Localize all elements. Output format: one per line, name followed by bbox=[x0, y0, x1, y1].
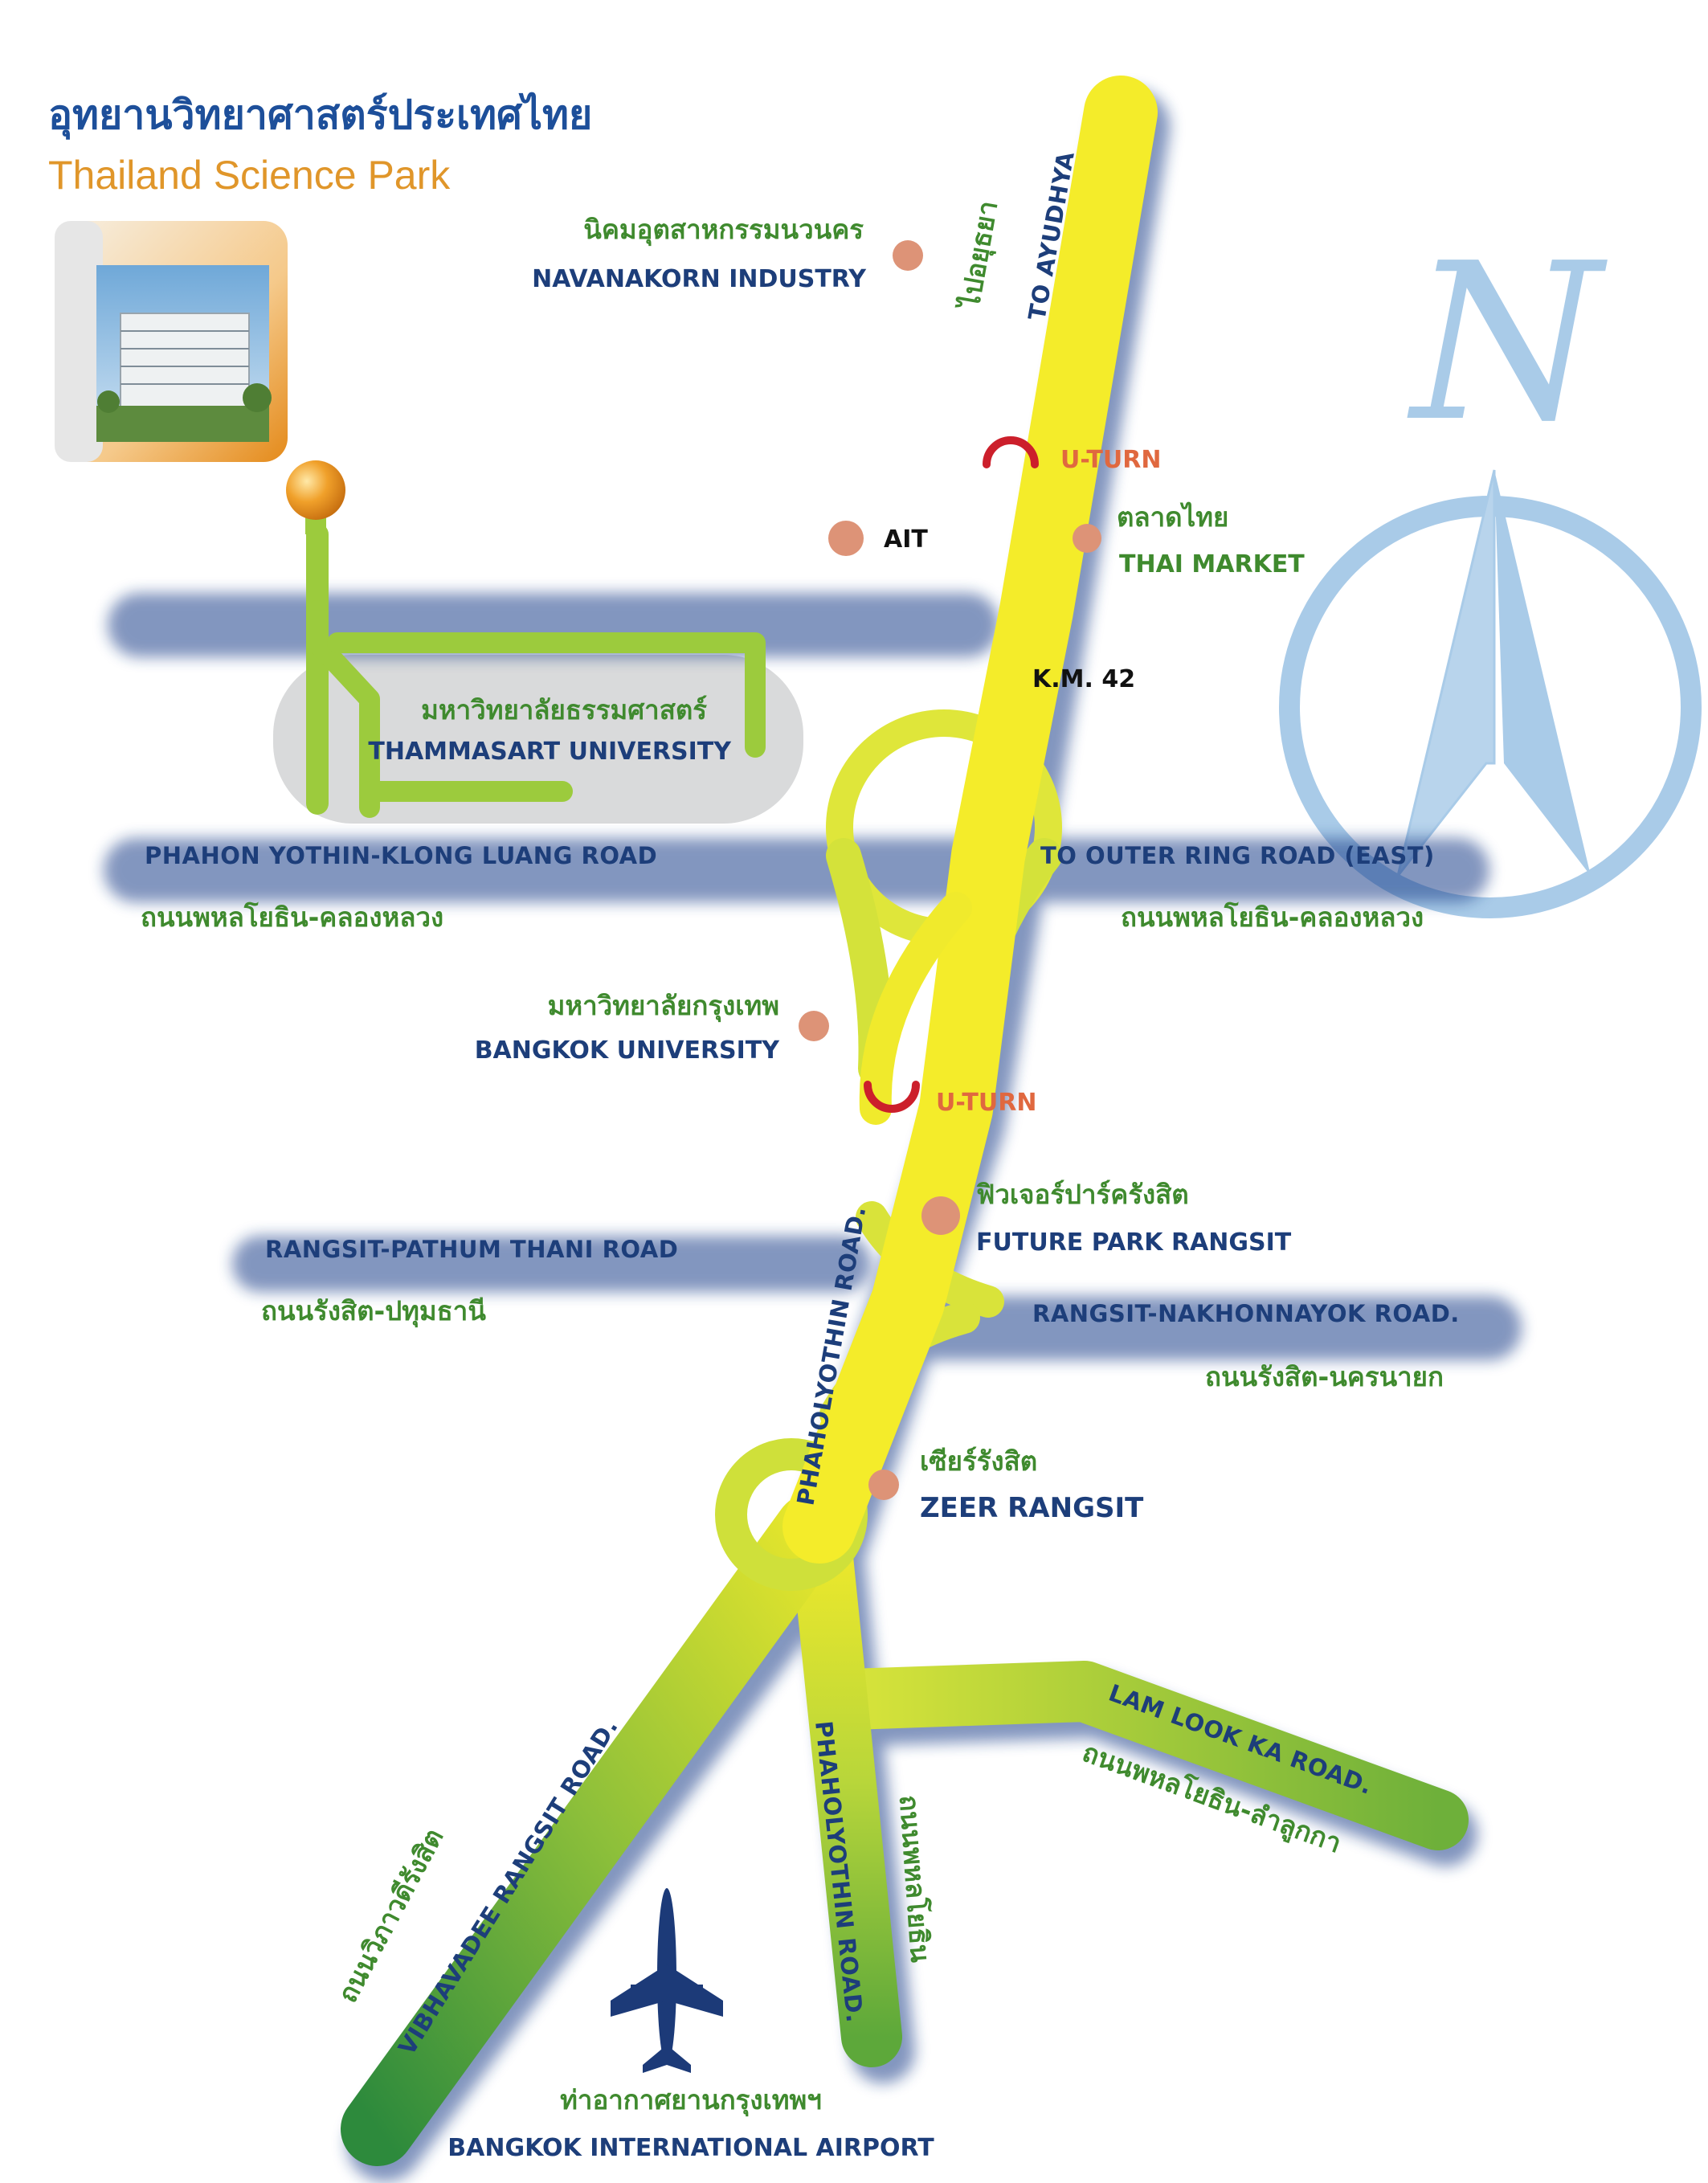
u-turn-icon-north bbox=[983, 436, 1039, 468]
zeer-label: ZEER RANGSIT bbox=[920, 1492, 1144, 1524]
future-park-label: FUTURE PARK RANGSIT bbox=[976, 1228, 1292, 1257]
zeer-thai-label: เซียร์รังสิต bbox=[920, 1445, 1037, 1477]
poi-dots bbox=[799, 240, 1101, 1500]
poi-dot-future-park bbox=[921, 1196, 960, 1235]
poi-dot-bangkok-university bbox=[799, 1011, 829, 1041]
title-thai: อุทยานวิทยาศาสตร์ประเทศไทย bbox=[48, 92, 592, 140]
thammasat-thai-label: มหาวิทยาลัยธรรมศาสตร์ bbox=[421, 694, 707, 726]
rangsit-pathum-label: RANGSIT-PATHUM THANI ROAD bbox=[265, 1236, 678, 1263]
poi-dot-thai-market bbox=[1073, 524, 1101, 553]
phahon-klong-luang-label: PHAHON YOTHIN-KLONG LUANG ROAD bbox=[145, 842, 657, 869]
lam-look-ka-road bbox=[821, 1661, 1469, 1850]
airplane-icon bbox=[611, 1888, 723, 2073]
vibhavadee-rangsit-road bbox=[341, 1494, 848, 2166]
compass-needle-right bbox=[1494, 470, 1591, 876]
ait-label: AIT bbox=[884, 525, 928, 554]
outer-ring-thai-label: ถนนพหลโยธิน-คลองหลวง bbox=[1121, 901, 1424, 933]
science-park-photo-card bbox=[55, 221, 288, 462]
u-turn-label-south: U-TURN bbox=[936, 1089, 1036, 1117]
bangkok-university-thai-label: มหาวิทยาลัยกรุงเทพ bbox=[548, 990, 779, 1023]
outer-ring-label: TO OUTER RING ROAD (EAST) bbox=[1040, 842, 1435, 869]
compass: N bbox=[1279, 216, 1702, 918]
rangsit-nakhonnayok-thai-label: ถนนรังสิต-นครนายก bbox=[1205, 1361, 1444, 1392]
phahon-klong-luang-thai-label: ถนนพหลโยธิน-คลองหลวง bbox=[141, 901, 443, 933]
thai-market-thai-label: ตลาดไทย bbox=[1117, 501, 1228, 533]
phaholyothin-road-south bbox=[789, 1496, 902, 2067]
phaholyothin-road-main bbox=[782, 76, 1158, 1564]
poi-dot-navanakorn bbox=[893, 240, 923, 271]
compass-needle-left bbox=[1396, 469, 1496, 877]
u-turn-label-north: U-TURN bbox=[1060, 446, 1161, 474]
title-english: Thailand Science Park bbox=[48, 153, 451, 198]
vibhavadee-thai-label: ถนนวิภาวดีรังสิต bbox=[332, 1823, 450, 2008]
poi-dot-ait bbox=[828, 521, 864, 556]
thammasat-label: THAMMASART UNIVERSITY bbox=[368, 738, 732, 766]
poi-dot-zeer bbox=[868, 1470, 899, 1500]
roads bbox=[94, 76, 1509, 2166]
thai-market-label: THAI MARKET bbox=[1119, 550, 1305, 578]
rangsit-pathum-thai-label: ถนนรังสิต-ปทุมธานี bbox=[261, 1295, 486, 1328]
bangkok-university-label: BANGKOK UNIVERSITY bbox=[475, 1036, 781, 1065]
compass-north-letter: N bbox=[1404, 216, 1608, 469]
future-park-thai-label: ฟิวเจอร์ปาร์ครังสิต bbox=[976, 1179, 1189, 1210]
navanakorn-thai-label: นิคมอุตสาหกรรมนวนคร bbox=[583, 214, 864, 247]
km42-label: K.M. 42 bbox=[1032, 665, 1135, 693]
u-turn-icon-south bbox=[864, 1081, 920, 1113]
airport-label: BANGKOK INTERNATIONAL AIRPORT bbox=[447, 2134, 934, 2162]
to-ayudhya-thai-label: ไปอยุธยา bbox=[954, 198, 1005, 313]
airport-thai-label: ท่าอากาศยานกรุงเทพฯ bbox=[560, 2084, 822, 2117]
orange-pin-icon bbox=[286, 460, 345, 534]
navanakorn-label: NAVANAKORN INDUSTRY bbox=[532, 265, 867, 293]
rangsit-nakhonnayok-label: RANGSIT-NAKHONNAYOK ROAD. bbox=[1032, 1300, 1460, 1327]
